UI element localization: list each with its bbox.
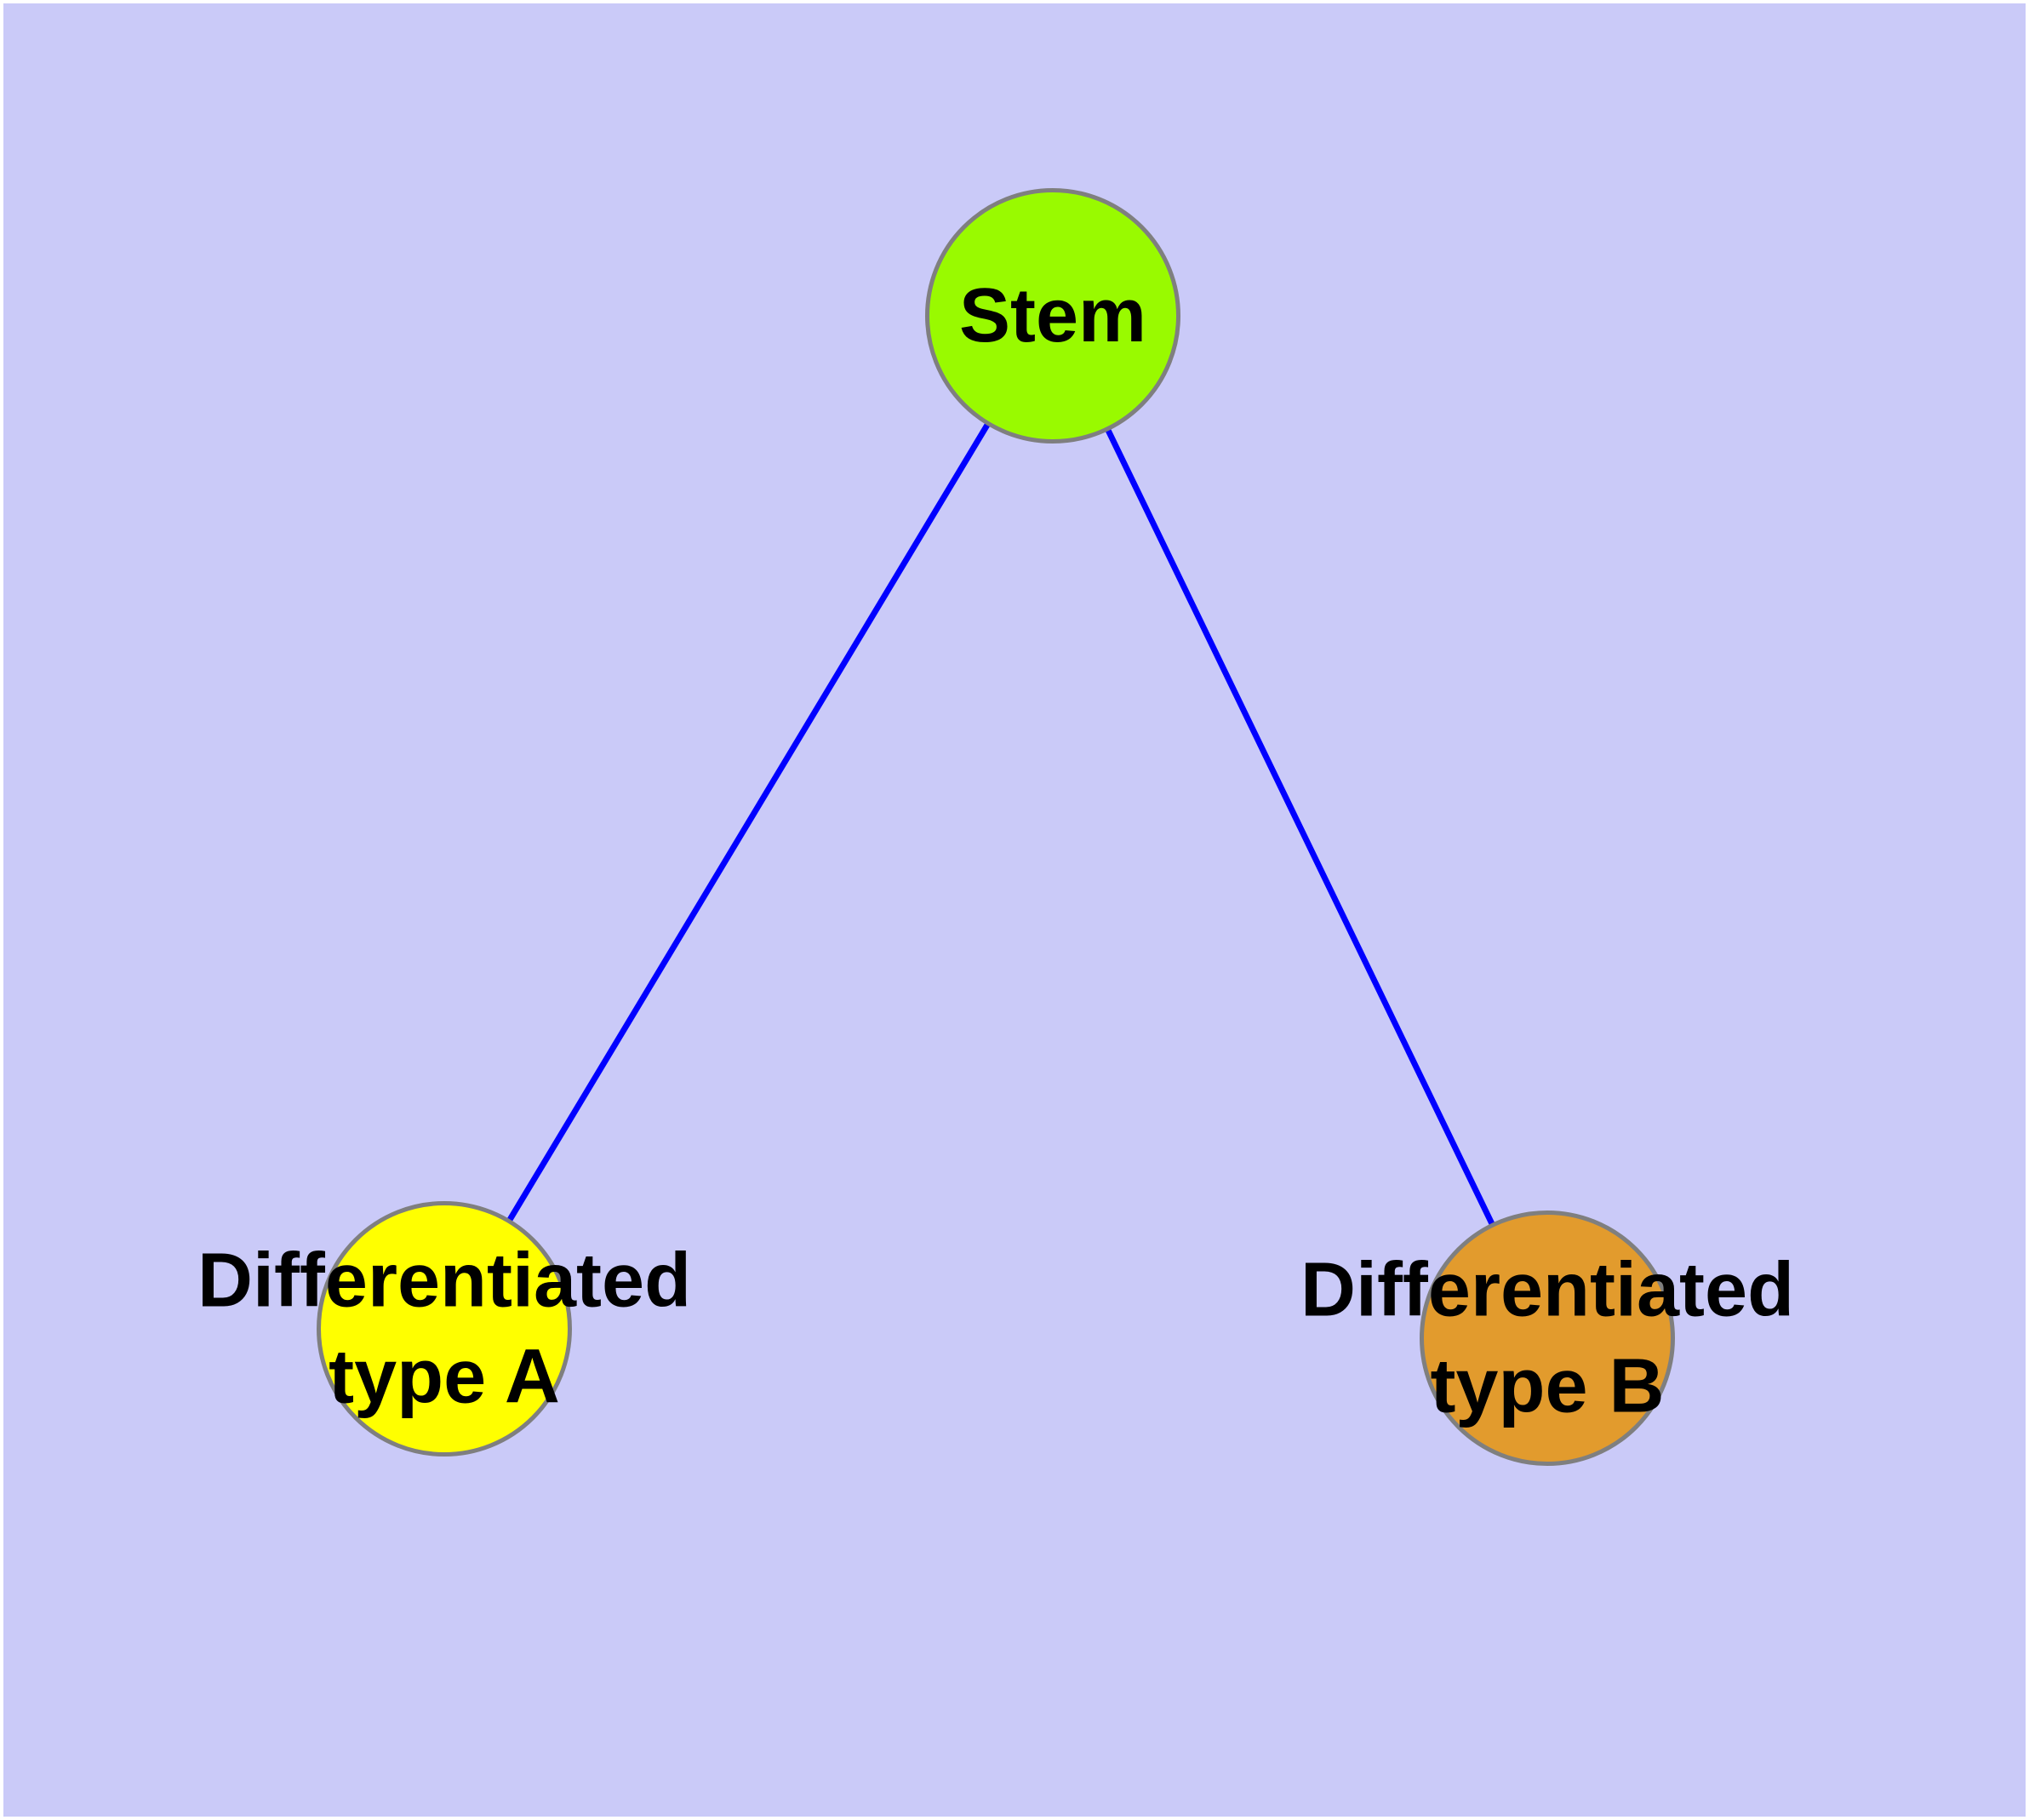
node-stem-circle (925, 188, 1180, 444)
diagram-canvas: Stem Differentiated type A Differentiate… (3, 3, 2026, 1817)
node-differentiated-type-a-label-line2: type A (329, 1334, 560, 1419)
node-differentiated-type-a-label-line1: Differentiated (197, 1238, 692, 1324)
node-differentiated-type-a-label: Differentiated type A (197, 1233, 691, 1425)
node-stem-label-line1: Stem (958, 272, 1147, 358)
node-differentiated-type-b-label-line1: Differentiated (1300, 1247, 1795, 1333)
node-differentiated-type-b-circle (1420, 1210, 1675, 1466)
node-differentiated-type-a-circle (317, 1201, 572, 1457)
edge-stem-to-type-b (1049, 314, 1551, 1340)
edge-stem-to-type-a (441, 314, 1056, 1331)
node-differentiated-type-b-label-line2: type B (1430, 1343, 1665, 1428)
node-stem-label: Stem (959, 268, 1146, 364)
node-differentiated-type-b-label: Differentiated type B (1300, 1243, 1794, 1434)
